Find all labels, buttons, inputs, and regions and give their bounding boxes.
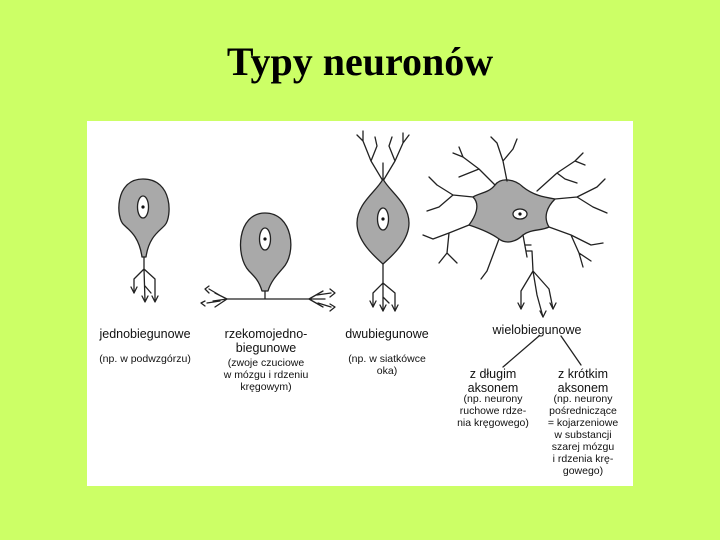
neuron-diagram <box>118 130 608 368</box>
unipolar-neuron-illustration <box>118 178 170 303</box>
type-note-bipolar: (np. w siatkówce oka) <box>348 353 426 377</box>
type-note-unipolar: (np. w podwzgórzu) <box>99 353 191 365</box>
type-note-pseudounipolar: (zwoje czuciowe w mózgu i rdzeniu kręgow… <box>223 357 309 393</box>
neuron-diagram-panel: jednobiegunowe (np. w podwzgórzu) rzekom… <box>87 121 633 486</box>
subtype-note-short-axon: (np. neurony pośredniczące = kojarzeniow… <box>547 393 619 477</box>
pseudounipolar-neuron-illustration <box>200 212 336 312</box>
slide-title: Typy neuronów <box>226 39 494 84</box>
multipolar-neuron-illustration <box>422 136 608 368</box>
type-label-pseudounipolar: rzekomojedno- biegunowe <box>224 327 308 355</box>
subtype-label-short-axon: z krótkim aksonem <box>557 367 609 395</box>
bipolar-neuron-illustration <box>356 130 410 312</box>
type-label-multipolar: wielobiegunowe <box>492 323 582 337</box>
type-label-bipolar: dwubiegunowe <box>345 327 429 341</box>
subtype-label-long-axon: z długim aksonem <box>467 367 519 395</box>
type-label-unipolar: jednobiegunowe <box>99 327 191 341</box>
subtype-note-long-axon: (np. neurony ruchowe rdze- nia kręgowego… <box>457 393 529 429</box>
